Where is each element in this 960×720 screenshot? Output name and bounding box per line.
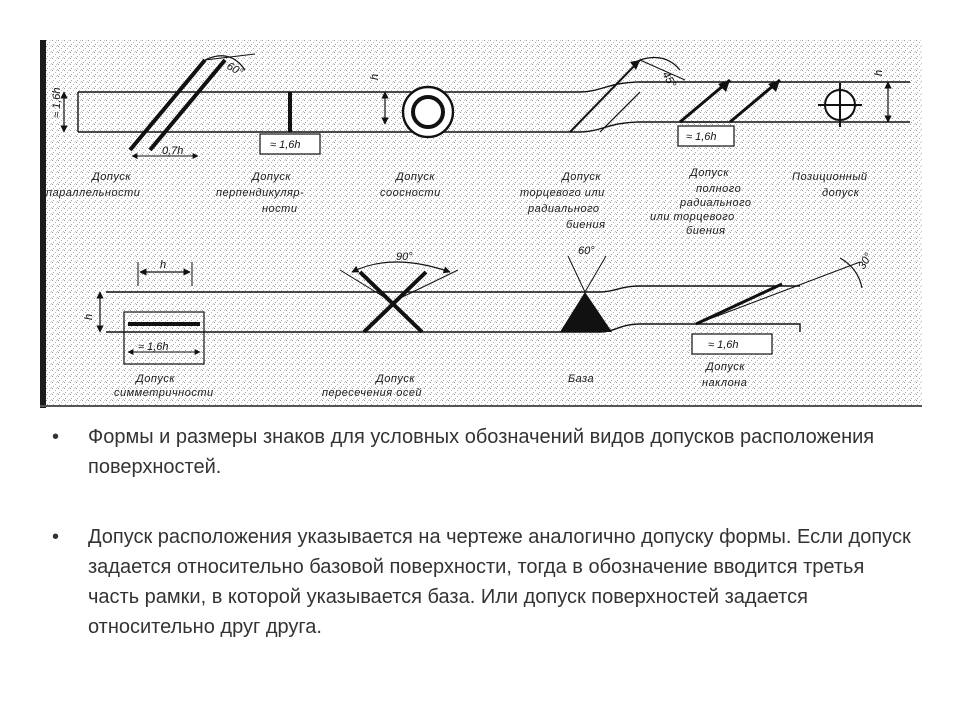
position-symbol: h	[818, 70, 892, 127]
base-angle-label: 60°	[578, 245, 595, 257]
label-inclination-2: наклона	[702, 377, 747, 389]
label-runout-2: торцевого или	[520, 187, 605, 199]
label-coaxial-2: соосности	[380, 187, 441, 199]
top-row-lines	[77, 81, 910, 133]
intersection-symbol: 90°	[339, 251, 459, 334]
label-parallel-1: Допуск	[90, 171, 131, 183]
intersection-angle-label: 90°	[396, 251, 413, 263]
left-h-dimension: ≈ 1,6h	[51, 87, 68, 133]
runout-symbol: 45°	[569, 57, 686, 133]
label-intersection-1: Допуск	[374, 373, 415, 385]
label-inclination-1: Допуск	[704, 361, 745, 373]
symmetry-symbol: h ≈ 1,6h	[123, 259, 205, 365]
label-runout-3: радиального	[527, 203, 600, 215]
top-row-labels: Допуск параллельности Допуск перпендикул…	[46, 167, 868, 237]
label-fullrunout-2: полного	[696, 183, 741, 195]
label-fullrunout-5: биения	[686, 225, 725, 237]
coaxial-h-label: h	[369, 74, 381, 80]
bullet-dot-icon: •	[52, 526, 60, 548]
position-h-label: h	[873, 70, 885, 76]
label-perp-2: перпендикуляр-	[216, 187, 304, 199]
coaxiality-symbol	[401, 85, 455, 139]
left-edge-bar	[40, 40, 46, 408]
parallel-width-label: 0,7h	[162, 145, 183, 157]
label-runout-4: биения	[566, 219, 605, 231]
label-fullrunout-3: радиального	[679, 197, 752, 209]
label-parallel-2: параллельности	[46, 187, 140, 199]
label-fullrunout-1: Допуск	[688, 167, 729, 179]
perp-width-label: ≈ 1,6h	[270, 139, 301, 151]
label-coaxial-1: Допуск	[394, 171, 435, 183]
symmetry-h-label: h	[160, 259, 166, 271]
label-fullrunout-4: или торцевого	[650, 211, 735, 223]
bullet-dot-icon: •	[52, 426, 60, 448]
left-h-label: ≈ 1,6h	[51, 87, 63, 118]
bottom-row-labels: Допуск симметричности Допуск пересечения…	[114, 361, 747, 399]
inclination-width-label: ≈ 1,6h	[708, 339, 739, 351]
bullet-text: Допуск расположения указывается на черте…	[88, 526, 911, 638]
bullet-text: Формы и размеры знаков для условных обоз…	[88, 426, 875, 478]
total-runout-symbol: ≈ 1,6h	[677, 78, 781, 147]
label-runout-1: Допуск	[560, 171, 601, 183]
bottom-h-label: h	[83, 314, 95, 320]
bullet-item: • Допуск расположения указывается на чер…	[52, 522, 912, 642]
symmetry-width-label: ≈ 1,6h	[138, 341, 169, 353]
label-symmetry-2: симметричности	[114, 387, 214, 399]
tolerance-symbols-drawing: ≈ 1,6h 60° 0,7h ≈ 1,6h h	[40, 40, 922, 408]
label-intersection-2: пересечения осей	[322, 387, 422, 399]
label-position-1: Позиционный	[792, 171, 868, 183]
bullet-item: • Формы и размеры знаков для условных об…	[52, 422, 912, 482]
label-perp-1: Допуск	[250, 171, 291, 183]
label-symmetry-1: Допуск	[134, 373, 175, 385]
perpendicularity-symbol: ≈ 1,6h	[259, 92, 321, 155]
tolerance-symbols-figure: ≈ 1,6h 60° 0,7h ≈ 1,6h h	[40, 40, 922, 408]
label-base: База	[568, 373, 594, 385]
inclination-symbol: 30° ≈ 1,6h	[691, 251, 875, 355]
label-perp-3: ности	[262, 203, 297, 215]
scan-background	[40, 40, 922, 408]
total-runout-width-label: ≈ 1,6h	[686, 131, 717, 143]
bullet-list: • Формы и размеры знаков для условных об…	[52, 422, 912, 682]
bottom-left-h-dimension: h	[83, 291, 104, 333]
coaxial-h-dimension: h	[369, 74, 389, 125]
base-symbol: 60°	[560, 245, 612, 332]
label-position-2: допуск	[822, 187, 860, 199]
